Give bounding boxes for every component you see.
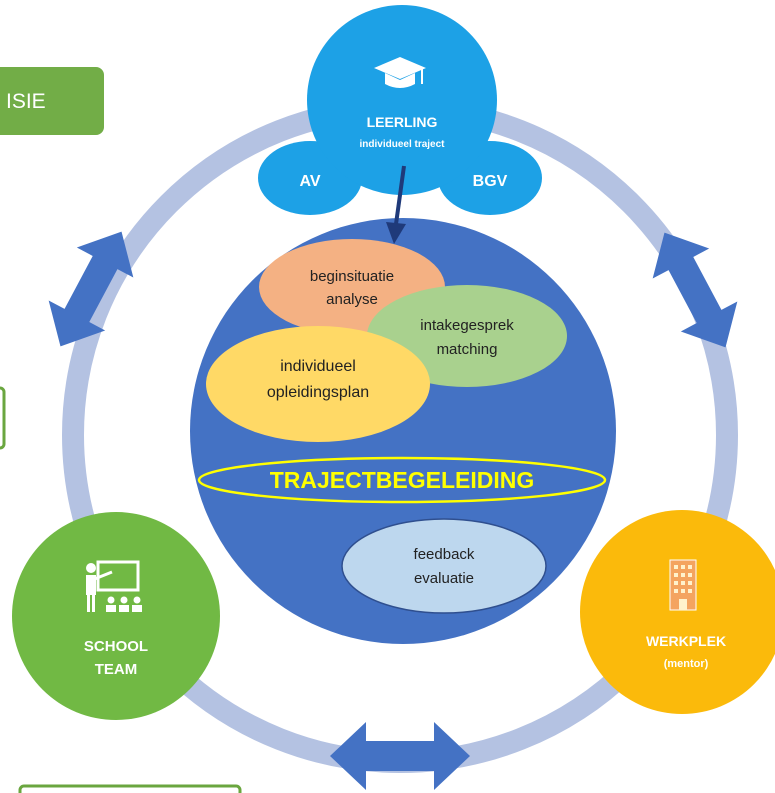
opleidingsplan-line2: opleidingsplan xyxy=(267,384,369,401)
school-line1: SCHOOL xyxy=(84,638,148,655)
beginsituatie-line1: beginsituatie xyxy=(310,268,394,285)
visie-box xyxy=(0,67,104,135)
school-line2: TEAM xyxy=(95,661,138,678)
down-arrow-head xyxy=(386,222,406,244)
beginsituatie-line2: analyse xyxy=(326,291,378,308)
werkplek-circle xyxy=(580,510,775,714)
leerling-title: LEERLING xyxy=(367,114,438,130)
bottom-box-edge xyxy=(18,784,242,793)
left-double-arrow xyxy=(48,231,134,347)
werkplek-title: WERKPLEK xyxy=(646,633,726,649)
bgv-label: BGV xyxy=(473,173,508,190)
feedback-line1: feedback xyxy=(414,546,475,563)
visie-label: ISIE xyxy=(6,90,46,113)
feedback-line2: evaluatie xyxy=(414,570,474,587)
intakegesprek-line1: intakegesprek xyxy=(420,317,514,334)
school-circle xyxy=(12,512,220,720)
down-arrow-line xyxy=(394,165,406,225)
graduation-cap-icon xyxy=(374,57,426,88)
opleidingsplan-bubble xyxy=(206,326,430,442)
teacher-board-icon xyxy=(86,560,142,612)
leerling-subtitle: individueel traject xyxy=(359,139,445,150)
left-box-edge xyxy=(0,386,6,450)
right-double-arrow xyxy=(652,232,738,348)
feedback-bubble xyxy=(341,518,547,614)
building-icon xyxy=(669,559,697,611)
av-label: AV xyxy=(299,173,320,190)
bottom-double-arrow xyxy=(330,722,470,790)
opleidingsplan-line1: individueel xyxy=(280,358,356,375)
werkplek-subtitle: (mentor) xyxy=(664,658,709,670)
intakegesprek-line2: matching xyxy=(437,341,498,358)
leerling-circle xyxy=(307,5,497,195)
title-ellipse xyxy=(197,456,607,504)
center-title: TRAJECTBEGELEIDING xyxy=(270,467,535,493)
